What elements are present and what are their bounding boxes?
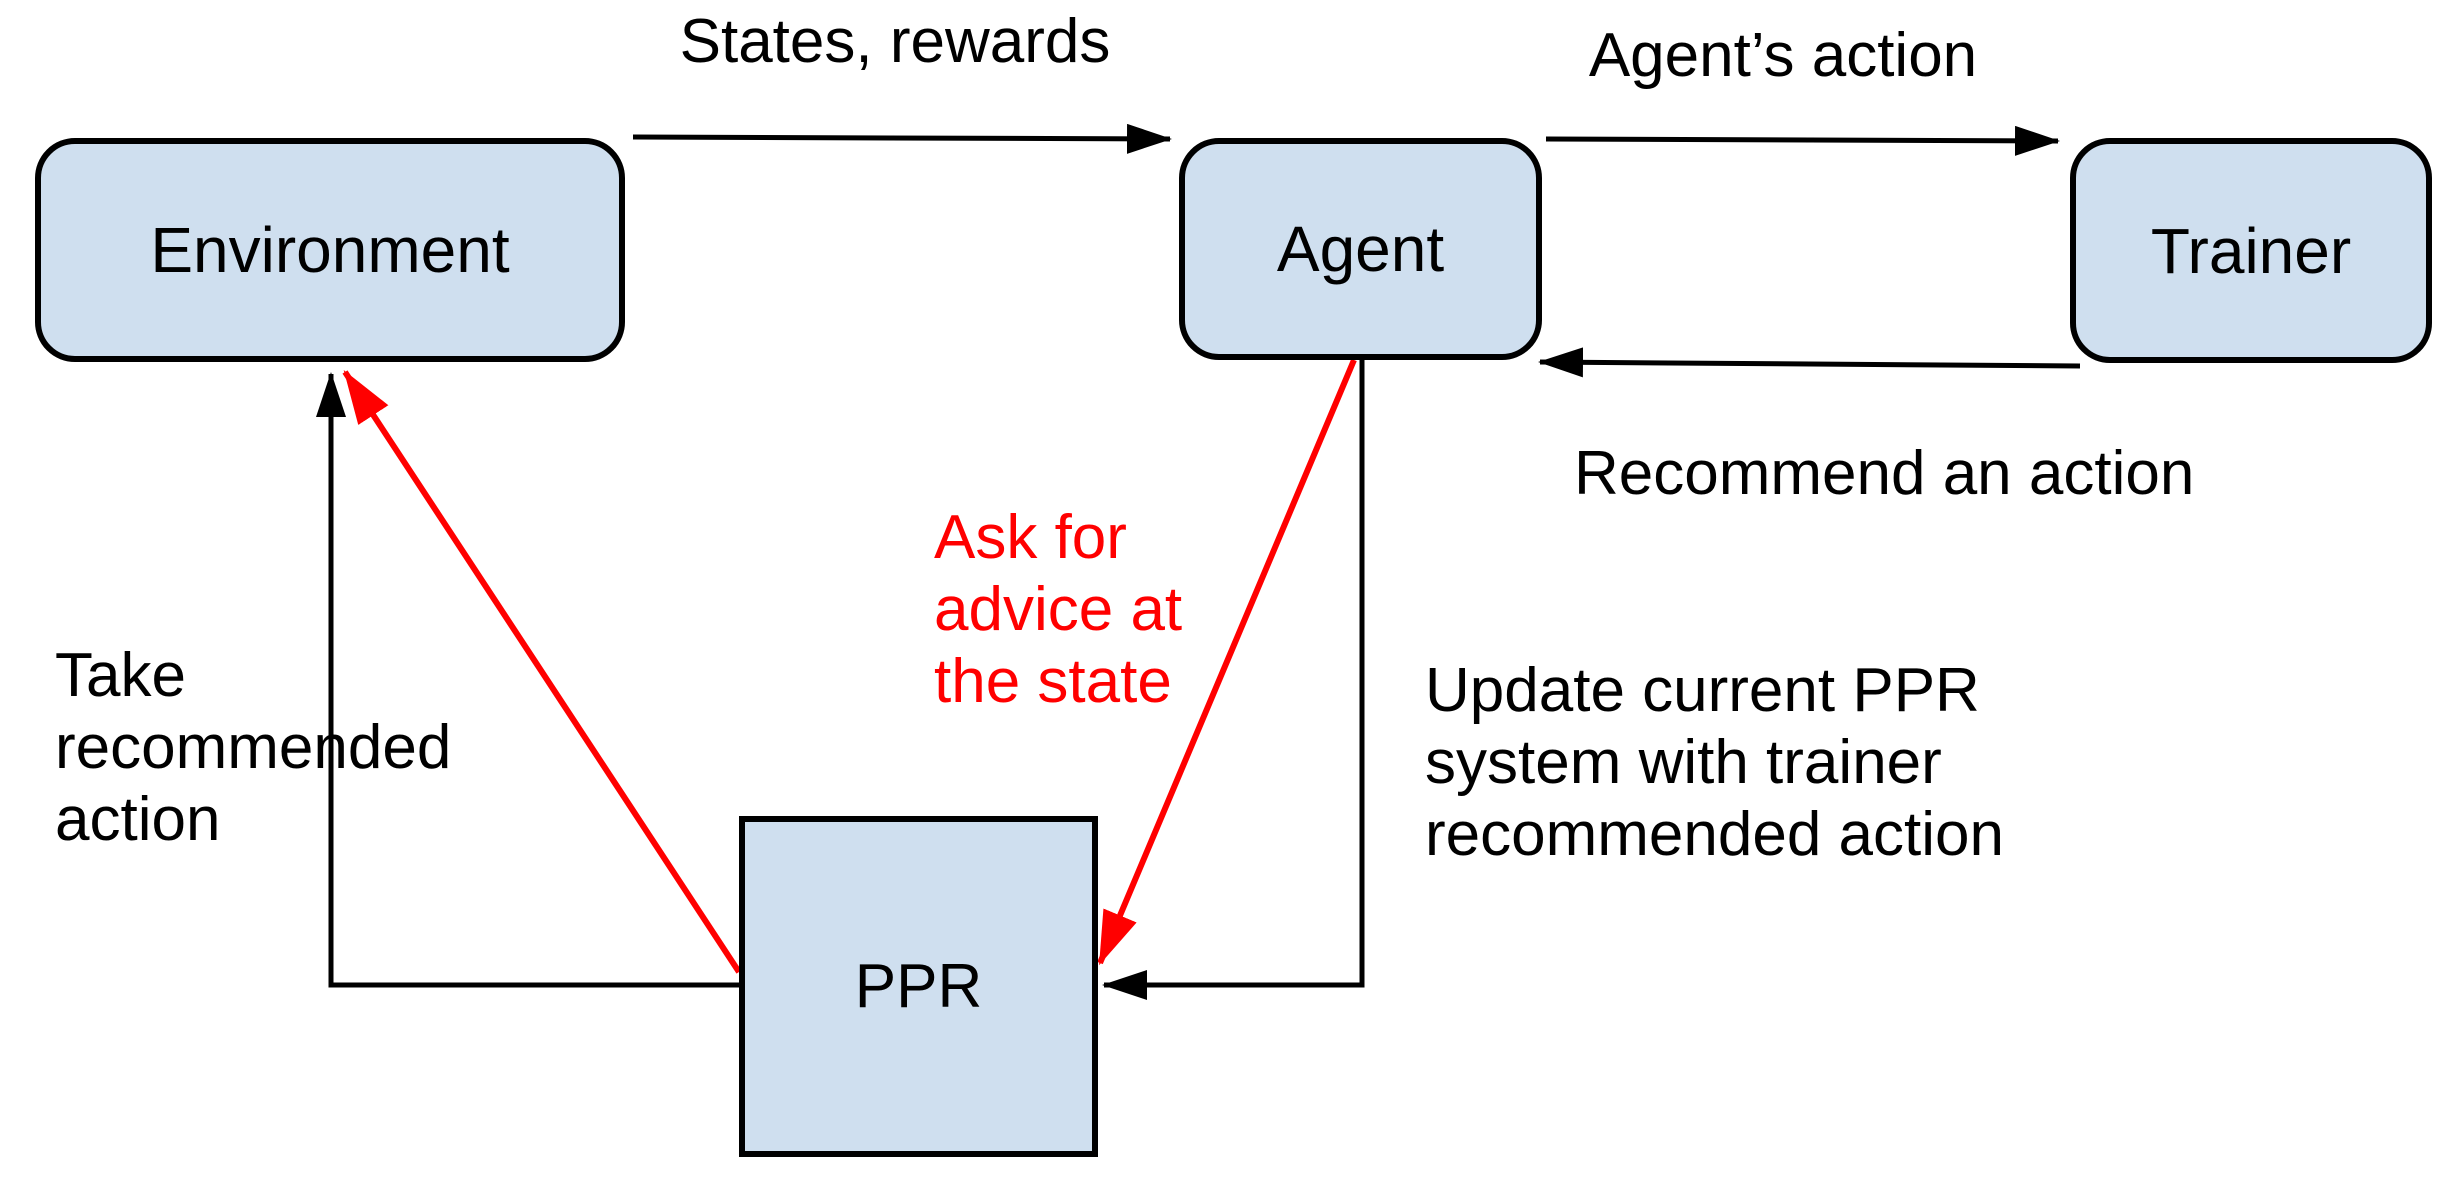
node-environment: Environment xyxy=(35,138,625,362)
node-ppr: PPR xyxy=(739,816,1098,1157)
arrow-agent-to-ppr-ask-advice xyxy=(1097,358,1357,966)
label-line: advice at xyxy=(934,575,1183,644)
label-line: the state xyxy=(934,647,1172,716)
label-take-recommended-action: Take recommended action xyxy=(55,640,451,856)
node-agent-label: Agent xyxy=(1276,213,1445,285)
node-agent: Agent xyxy=(1179,138,1542,360)
arrow-ppr-to-environment-advice xyxy=(342,369,742,974)
arrow-ppr-to-environment-take-action xyxy=(316,372,739,988)
label-line: action xyxy=(55,785,221,854)
label-line: Take xyxy=(55,641,186,710)
node-trainer: Trainer xyxy=(2070,138,2432,363)
arrow-environment-to-agent xyxy=(632,123,1172,154)
label-line: system with trainer xyxy=(1425,728,1942,797)
label-ask-for-advice: Ask for advice at the state xyxy=(934,502,1182,718)
label-line: recommended xyxy=(55,713,452,782)
label-line: Ask for xyxy=(934,503,1127,572)
label-line: recommended action xyxy=(1425,800,2004,869)
node-ppr-label: PPR xyxy=(854,951,983,1021)
arrow-agent-to-trainer xyxy=(1545,125,2060,156)
node-environment-label: Environment xyxy=(150,214,510,286)
arrow-agent-to-ppr-update xyxy=(1102,360,1365,1000)
label-agents-action: Agent’s action xyxy=(1588,21,1978,90)
label-update-ppr-system: Update current PPR system with trainer r… xyxy=(1425,655,2004,871)
label-recommend-an-action: Recommend an action xyxy=(1574,439,2195,508)
node-trainer-label: Trainer xyxy=(2150,214,2352,287)
label-line: Update current PPR xyxy=(1425,656,1980,725)
arrow-trainer-to-agent xyxy=(1538,347,2081,378)
label-states-rewards: States, rewards xyxy=(679,7,1111,76)
